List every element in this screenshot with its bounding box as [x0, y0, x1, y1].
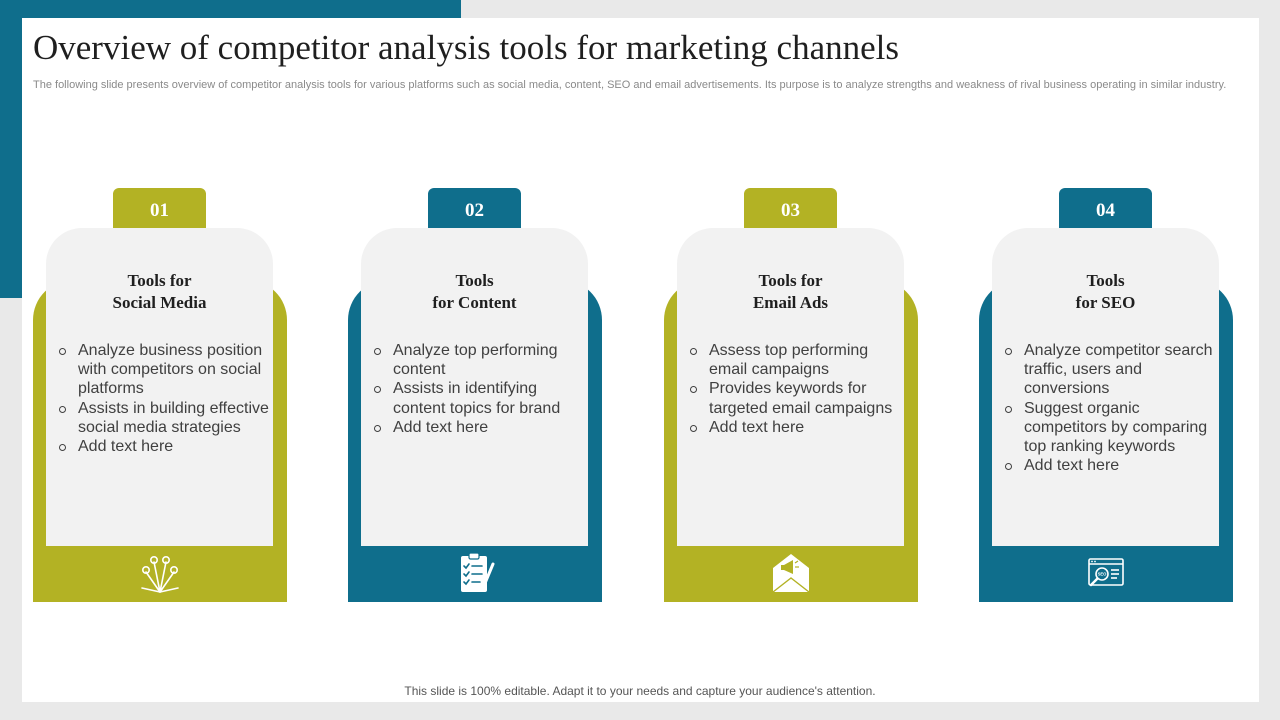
list-item: Analyze competitor search traffic, users…: [1005, 341, 1215, 399]
circle-bullet-icon: [1005, 405, 1012, 413]
card-title: Tools for Social Media: [46, 270, 273, 314]
card-panel: Tools for Social Media Analyze business …: [46, 228, 273, 546]
card-title-line: Social Media: [112, 293, 207, 312]
card-title-line: Email Ads: [752, 293, 829, 312]
card-bullet-list: Analyze business position with competito…: [59, 341, 269, 456]
footer-note: This slide is 100% editable. Adapt it to…: [404, 684, 876, 698]
card-panel: Tools for Content Analyze top performing…: [361, 228, 588, 546]
card-title: Tools for SEO: [992, 270, 1219, 314]
card-email-ads: 03 Tools for Email Ads Assess top perfor…: [664, 188, 918, 602]
circle-bullet-icon: [690, 424, 697, 432]
list-item: Add text here: [59, 437, 269, 456]
list-item: Add text here: [690, 418, 900, 437]
bullet-text: Provides keywords for targeted email cam…: [709, 380, 893, 417]
card-title-line: Tools: [455, 271, 494, 290]
bullet-text: Assists in identifying content topics fo…: [393, 380, 561, 417]
bullet-text: Suggest organic competitors by comparing…: [1024, 399, 1208, 456]
bullet-text: Add text here: [1024, 457, 1120, 475]
seo-search-icon: SEO: [1088, 558, 1124, 587]
circle-bullet-icon: [374, 424, 381, 432]
card-number-tab: 03: [744, 188, 837, 232]
card-content: 02 Tools for Content Analyze top perform…: [348, 188, 602, 602]
bullet-text: Add text here: [393, 418, 489, 436]
card-number-tab: 01: [113, 188, 206, 232]
bullet-text: Analyze top performing content: [393, 342, 558, 379]
network-icon: [141, 556, 179, 593]
circle-bullet-icon: [690, 348, 697, 355]
card-title-line: for Content: [432, 293, 517, 312]
card-title-line: for SEO: [1075, 293, 1136, 312]
card-bullet-list: Assess top performing email campaigns Pr…: [690, 341, 900, 437]
card-title: Tools for Content: [361, 270, 588, 314]
list-item: Add text here: [374, 418, 584, 437]
bullet-text: Add text here: [78, 438, 174, 456]
bullet-text: Assists in building effective social med…: [78, 399, 269, 436]
card-panel: Tools for SEO Analyze competitor search …: [992, 228, 1219, 546]
list-item: Suggest organic competitors by comparing…: [1005, 399, 1215, 457]
bullet-text: Analyze competitor search traffic, users…: [1024, 342, 1213, 398]
card-panel: Tools for Email Ads Assess top performin…: [677, 228, 904, 546]
circle-bullet-icon: [1005, 348, 1012, 355]
card-title: Tools for Email Ads: [677, 270, 904, 314]
card-title-line: Tools for: [127, 271, 192, 290]
list-item: Provides keywords for targeted email cam…: [690, 379, 900, 417]
bullet-text: Assess top performing email campaigns: [709, 342, 869, 379]
page-subtitle: The following slide presents overview of…: [33, 79, 1227, 91]
bullet-text: Analyze business position with competito…: [78, 342, 263, 398]
bullet-text: Add text here: [709, 418, 805, 436]
circle-bullet-icon: [1005, 463, 1012, 471]
seo-icon-lettering: SEO: [1098, 572, 1108, 577]
circle-bullet-icon: [374, 386, 381, 394]
card-number-tab: 02: [428, 188, 521, 232]
list-item: Analyze top performing content: [374, 341, 584, 379]
card-social-media: 01 Tools for Social Media Analyze busine…: [33, 188, 287, 602]
circle-bullet-icon: [374, 348, 381, 355]
page-title: Overview of competitor analysis tools fo…: [33, 28, 900, 67]
circle-bullet-icon: [59, 444, 66, 452]
list-item: Analyze business position with competito…: [59, 341, 269, 399]
circle-bullet-icon: [59, 348, 66, 355]
card-title-line: Tools for: [758, 271, 823, 290]
list-item: Assists in building effective social med…: [59, 399, 269, 437]
card-title-line: Tools: [1086, 271, 1125, 290]
list-item: Assess top performing email campaigns: [690, 341, 900, 379]
card-bullet-list: Analyze top performing content Assists i…: [374, 341, 584, 437]
card-bullet-list: Analyze competitor search traffic, users…: [1005, 341, 1215, 475]
card-number-tab: 04: [1059, 188, 1152, 232]
clipboard-checklist-icon: [461, 552, 495, 592]
email-megaphone-icon: [772, 554, 810, 593]
list-item: Assists in identifying content topics fo…: [374, 379, 584, 417]
card-seo: 04 Tools for SEO Analyze competitor sear…: [979, 188, 1233, 602]
list-item: Add text here: [1005, 456, 1215, 475]
circle-bullet-icon: [690, 386, 697, 394]
circle-bullet-icon: [59, 405, 66, 413]
